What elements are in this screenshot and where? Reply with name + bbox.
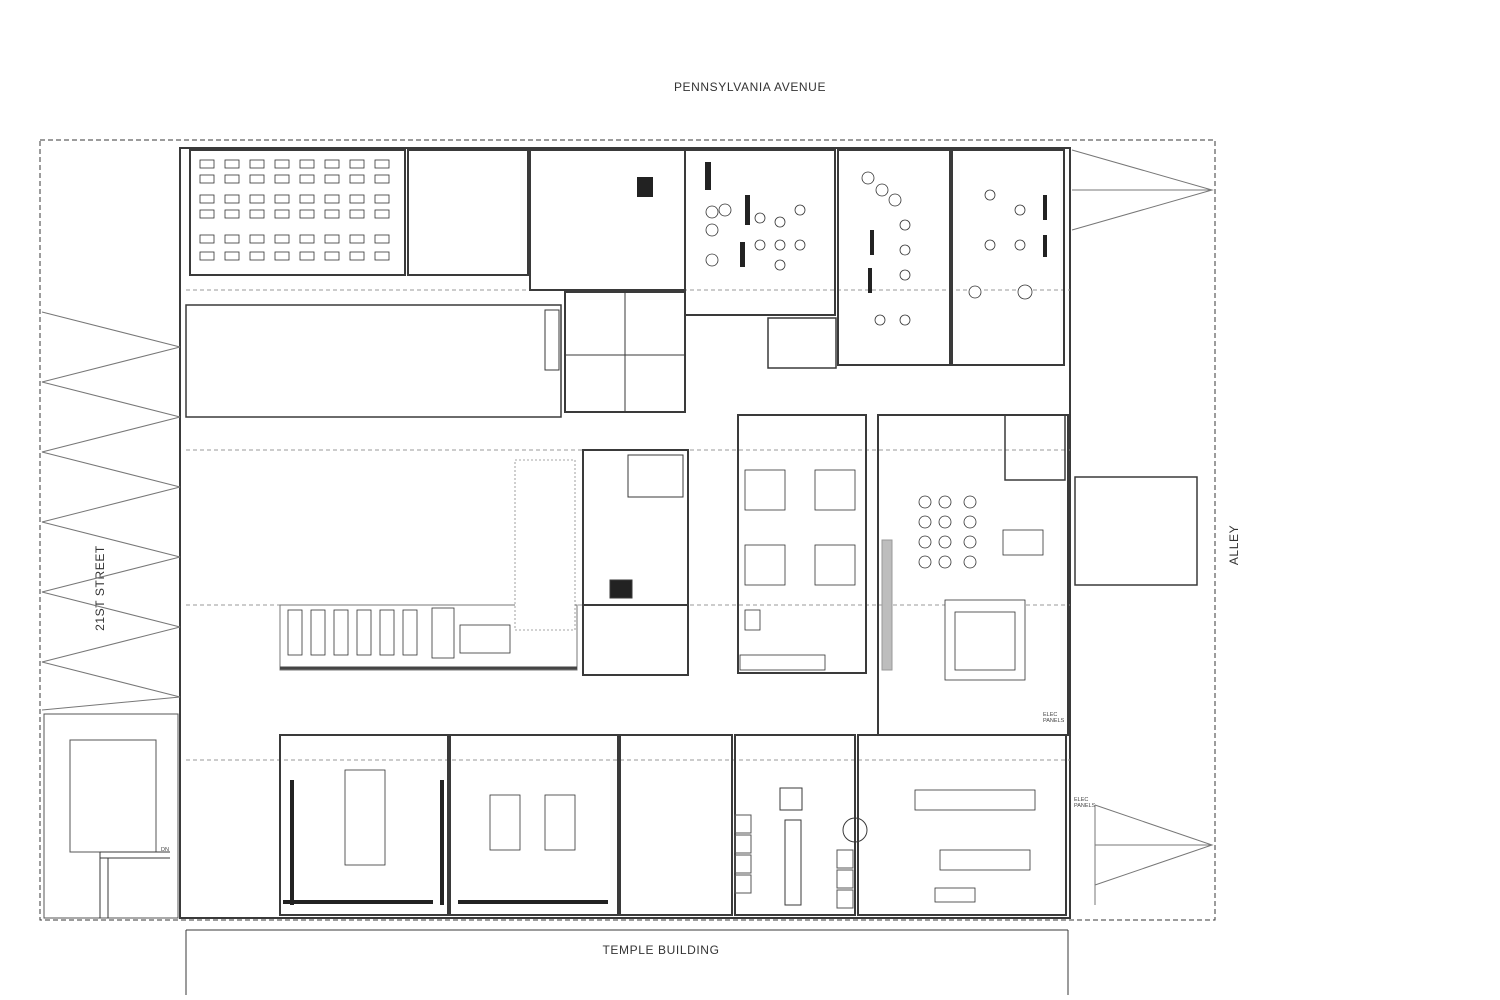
- temple-building: [185, 929, 1069, 995]
- room-lab-2: [619, 734, 733, 916]
- alley-courtyard: [1074, 476, 1198, 586]
- furniture-classroom-1: [739, 469, 856, 671]
- furniture-classrooms-south: [344, 769, 1036, 903]
- furniture-fitness: [287, 459, 576, 659]
- furniture-studios: [705, 171, 1033, 326]
- room-studio-3: [951, 149, 1065, 366]
- room-training-1: [189, 149, 406, 276]
- furniture-equipment: [283, 780, 608, 905]
- stair-down-label: DN: [161, 847, 169, 853]
- room-studio-1: [684, 149, 836, 316]
- building-outline: [179, 147, 1071, 919]
- room-classroom-1: [737, 414, 867, 674]
- street-label-north: PENNSYLVANIA AVENUE: [673, 80, 827, 94]
- east-hatch-bottom: [1094, 804, 1214, 905]
- furniture-lounge: [918, 495, 1044, 681]
- west-hatch: [41, 311, 181, 711]
- room-lounge: [877, 414, 1069, 736]
- room-gym: [185, 304, 562, 418]
- furniture-keyboards: [637, 162, 1047, 293]
- room-lab-1: [407, 149, 529, 276]
- street-label-south: TEMPLE BUILDING: [602, 943, 720, 957]
- room-core: [582, 449, 689, 606]
- stair-block: [43, 713, 179, 919]
- room-classroom-3: [449, 734, 619, 916]
- elec-panels-label-2: ELEC PANELS: [1074, 797, 1096, 809]
- east-hatch-top: [1071, 149, 1214, 231]
- room-lab-4: [857, 734, 1067, 916]
- room-studio-2: [837, 149, 951, 366]
- room-weights: [529, 149, 686, 291]
- site-boundary: [39, 139, 1216, 921]
- room-classroom-2: [279, 734, 449, 916]
- furniture-training: [199, 159, 390, 261]
- elec-panels-label-1: ELEC PANELS: [1043, 712, 1065, 724]
